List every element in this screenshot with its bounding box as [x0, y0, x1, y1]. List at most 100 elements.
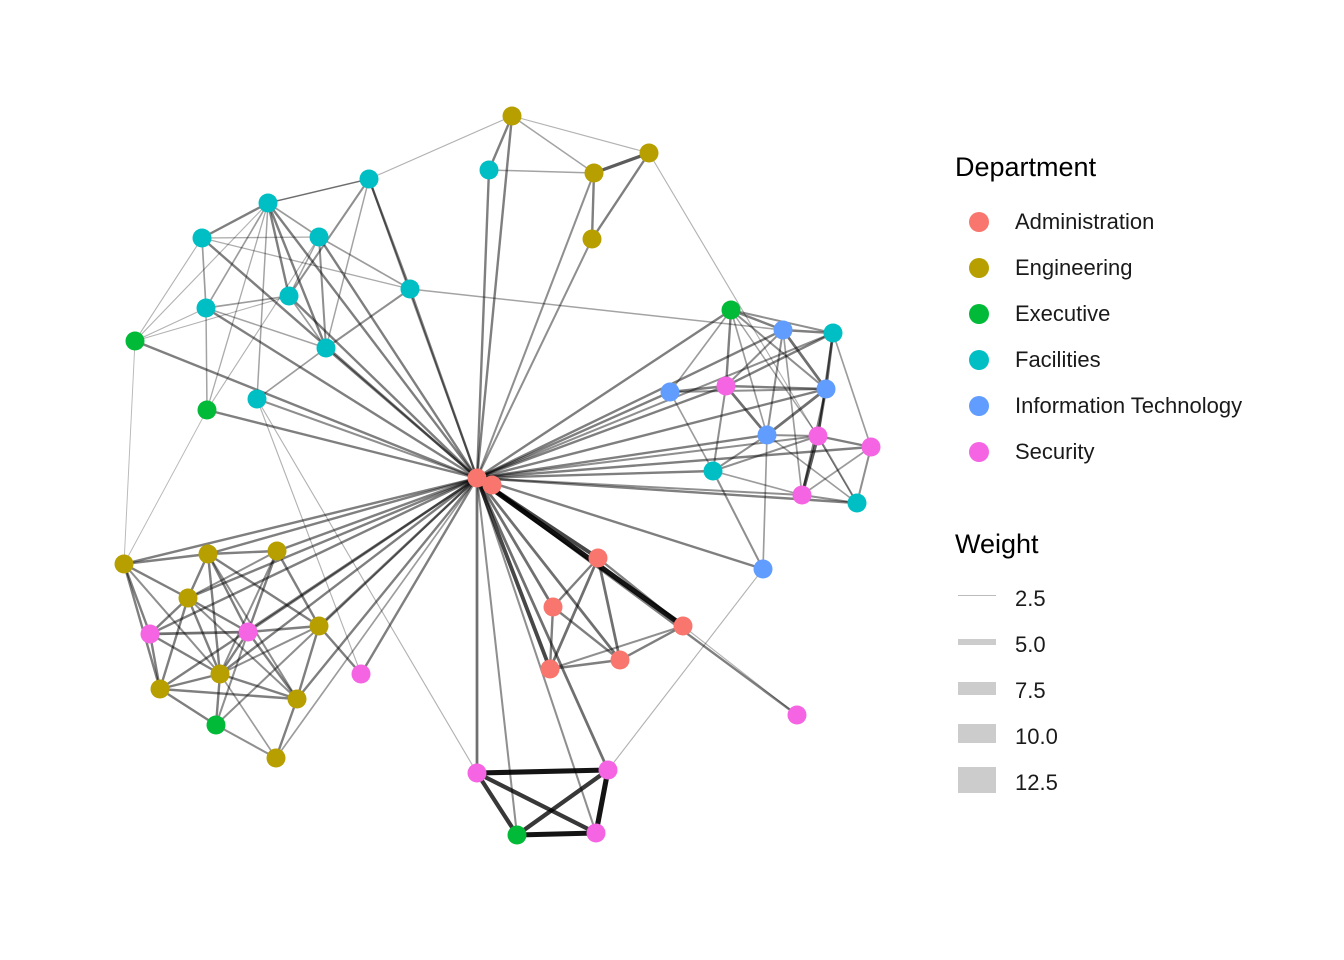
edge: [475, 476, 598, 835]
edge: [200, 201, 270, 240]
edge: [275, 476, 479, 553]
edge: [267, 178, 370, 204]
node-security: [792, 485, 812, 505]
edge: [134, 237, 203, 342]
facilities-color-dot: [969, 350, 989, 370]
department-legend-title: Department: [955, 152, 1097, 182]
weight-label-5-0: 5.0: [1015, 632, 1046, 657]
edge: [123, 409, 208, 565]
edge: [186, 476, 479, 600]
edge: [256, 398, 362, 675]
edge: [475, 171, 596, 480]
edge: [206, 202, 269, 411]
node-engineering: [267, 541, 287, 561]
edge: [607, 568, 764, 771]
node-facilities: [309, 227, 329, 247]
edge: [246, 476, 479, 634]
edge: [514, 830, 599, 838]
node-administration: [543, 597, 563, 617]
edge: [205, 307, 208, 411]
node-engineering: [266, 748, 286, 768]
edge: [218, 624, 321, 676]
edge: [832, 332, 872, 448]
edge: [266, 201, 479, 480]
edge: [730, 309, 768, 436]
department-legend: Department Administration Engineering Ex…: [955, 150, 1315, 476]
edge: [548, 624, 685, 671]
node-administration: [610, 650, 630, 670]
engineering-color-dot: [969, 258, 989, 278]
edge: [475, 308, 733, 480]
edge: [134, 307, 207, 342]
edge: [474, 767, 611, 776]
edge: [246, 624, 321, 634]
legend-item-executive: Executive: [955, 292, 1315, 338]
weight-item-5-0: 5.0: [955, 623, 1315, 669]
node-security: [140, 624, 160, 644]
edge: [317, 235, 479, 480]
edge: [711, 434, 820, 473]
edge: [475, 434, 820, 480]
edge: [122, 562, 222, 676]
edge: [488, 169, 595, 174]
legend-label-engineering: Engineering: [1015, 255, 1133, 280]
edge: [762, 434, 768, 570]
legend-item-administration: Administration: [955, 200, 1315, 246]
edge: [551, 556, 600, 609]
edge: [487, 114, 514, 172]
edge: [730, 309, 819, 437]
node-administration: [673, 616, 693, 636]
edge: [475, 476, 765, 571]
executive-color-dot: [969, 304, 989, 324]
edge: [711, 433, 769, 473]
edge: [295, 476, 479, 701]
edge: [158, 687, 218, 727]
node-security: [716, 376, 736, 396]
edge: [206, 236, 320, 411]
node-facilities: [316, 338, 336, 358]
edge: [711, 469, 765, 571]
edge: [408, 287, 479, 480]
edge: [186, 596, 250, 634]
node-facilities: [400, 279, 420, 299]
weight-swatch-5-0: [958, 639, 996, 645]
edge: [474, 770, 520, 838]
edge: [186, 549, 279, 600]
edge: [474, 770, 599, 836]
node-security: [861, 437, 881, 457]
node-administration: [588, 548, 608, 568]
weight-item-2-5: 2.5: [955, 577, 1315, 623]
weight-item-10-0: 10.0: [955, 715, 1315, 761]
edge: [318, 236, 411, 290]
edge: [324, 346, 479, 480]
edge: [475, 476, 799, 717]
edge: [590, 171, 596, 241]
edge-layer: [122, 114, 873, 838]
weight-swatch-7-5: [958, 682, 996, 695]
edge: [475, 331, 835, 480]
edge: [122, 562, 162, 691]
edge: [246, 549, 279, 634]
edge: [206, 476, 479, 556]
edge: [475, 476, 519, 837]
edge: [816, 434, 859, 505]
edge: [275, 549, 321, 628]
edge: [206, 552, 250, 634]
edge: [287, 177, 371, 298]
edge: [766, 434, 858, 504]
node-security: [598, 760, 618, 780]
edge: [765, 387, 828, 437]
legend-item-facilities: Facilities: [955, 338, 1315, 384]
node-information-technology: [753, 559, 773, 579]
edge: [148, 632, 222, 676]
edge: [618, 624, 685, 662]
node-security: [351, 664, 371, 684]
node-security: [238, 622, 258, 642]
edge: [122, 562, 190, 600]
edge: [214, 476, 479, 727]
node-layer: [114, 106, 881, 845]
edge: [256, 202, 269, 400]
edge: [275, 477, 478, 759]
edge: [218, 476, 479, 676]
edge: [648, 152, 858, 504]
